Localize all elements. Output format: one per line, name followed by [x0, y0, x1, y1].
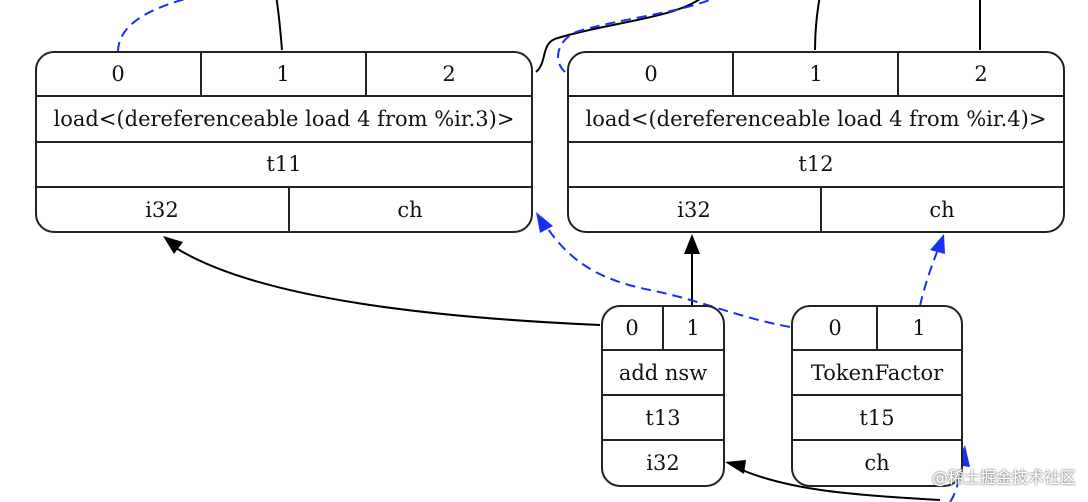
t12-opcode: load<(dereferenceable load 4 from %ir.4)…: [586, 107, 1047, 131]
arrowhead-t12-i32: [684, 234, 700, 254]
t15-name: t15: [859, 406, 894, 430]
watermark: @稀土掘金技术社区: [931, 468, 1076, 487]
t13-type-i32: i32: [646, 451, 679, 475]
arrowhead-t11-i32: [163, 236, 183, 254]
t15-port-0: 0: [828, 316, 841, 340]
t11-type-ch: ch: [397, 198, 422, 222]
arrowhead-t12-ch: [930, 234, 945, 254]
t11-name: t11: [266, 152, 301, 176]
t15-type-ch: ch: [864, 451, 889, 475]
arrowhead-t11-ch: [536, 212, 553, 233]
edge-offscreen-to-t12-port1: [814, 0, 821, 51]
edge-t15-port1-to-t12-ch: [919, 251, 938, 307]
t11-opcode: load<(dereferenceable load 4 from %ir.3)…: [54, 107, 515, 131]
t12-port-0: 0: [644, 62, 657, 86]
t11-port-1: 1: [276, 62, 289, 86]
node-t13[interactable]: 0 1 add nsw t13 i32: [601, 305, 725, 487]
t15-port-1: 1: [912, 316, 925, 340]
edge-offscreen-to-t12-port0: [557, 0, 712, 73]
t12-name: t12: [798, 152, 833, 176]
edge-t13-port0-to-t11-i32: [175, 247, 601, 326]
t13-port-1: 1: [686, 316, 699, 340]
t13-port-0: 0: [625, 316, 638, 340]
t12-type-ch: ch: [929, 198, 954, 222]
node-t15[interactable]: 0 1 TokenFactor t15 ch: [791, 305, 963, 487]
node-t12[interactable]: 0 1 2 load<(dereferenceable load 4 from …: [567, 51, 1065, 233]
arrowhead-t13-i32: [725, 460, 746, 474]
t13-name: t13: [645, 406, 680, 430]
t11-type-i32: i32: [145, 198, 178, 222]
edge-offscreen-to-t11-port1: [275, 0, 283, 51]
t12-port-1: 1: [809, 62, 822, 86]
edge-offscreen-to-t11-port0: [117, 0, 186, 53]
edge-offscreen-to-t13-i32: [741, 469, 941, 501]
t12-port-2: 2: [974, 62, 987, 86]
t12-type-i32: i32: [677, 198, 710, 222]
t15-opcode: TokenFactor: [811, 361, 944, 385]
edge-t15-port0-to-t11-ch: [545, 225, 791, 328]
edge-t11-to-offscreen: [535, 0, 701, 73]
t11-port-2: 2: [442, 62, 455, 86]
node-t11[interactable]: 0 1 2 load<(dereferenceable load 4 from …: [35, 51, 533, 233]
t13-opcode: add nsw: [619, 361, 707, 385]
t11-port-0: 0: [111, 62, 124, 86]
